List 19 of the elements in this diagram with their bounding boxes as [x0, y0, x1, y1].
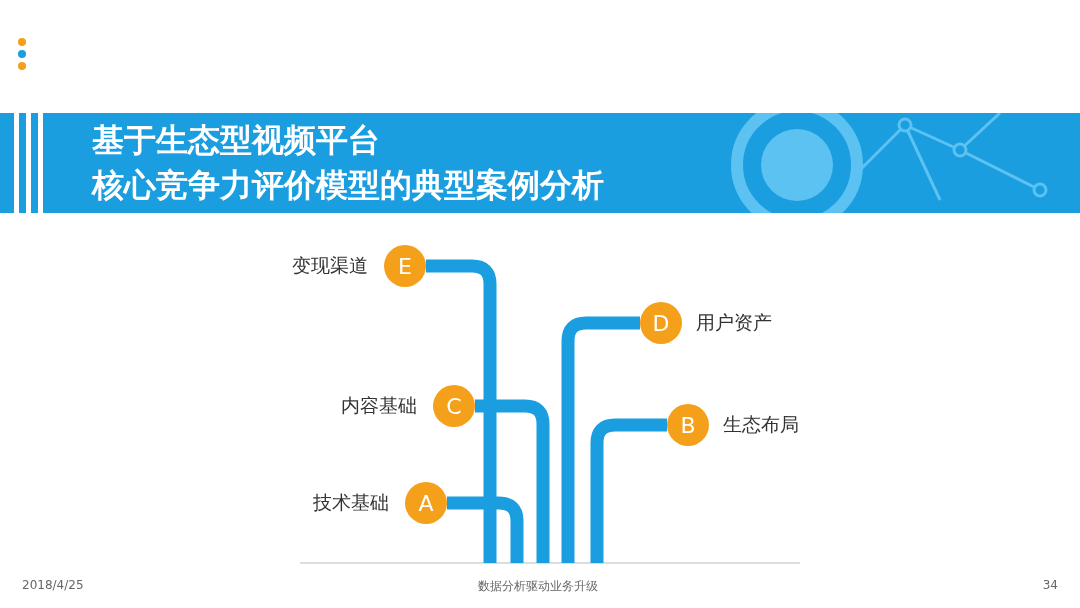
connector-line — [561, 316, 640, 563]
category-label: 变现渠道 — [292, 253, 368, 278]
connector-line — [426, 259, 497, 563]
connector-line — [475, 399, 550, 563]
page-number: 34 — [1042, 578, 1058, 592]
connector-line — [447, 496, 524, 563]
letter-circle: C — [433, 385, 475, 427]
title: 基于生态型视频平台核心竞争力评价模型的典型案例分析 — [92, 120, 605, 206]
letter-circle: B — [667, 404, 709, 446]
category-label: 生态布局 — [723, 412, 799, 437]
letter-circle: E — [384, 245, 426, 287]
category-label: 技术基础 — [313, 490, 389, 515]
date-text: 2018/4/25 — [22, 578, 84, 592]
connector-line — [590, 418, 667, 563]
footer-text: 数据分析驱动业务升级 — [478, 578, 598, 595]
letter-circle: A — [405, 482, 447, 524]
category-label: 内容基础 — [341, 393, 417, 418]
letter-circle: D — [640, 302, 682, 344]
category-label: 用户资产 — [696, 310, 772, 335]
